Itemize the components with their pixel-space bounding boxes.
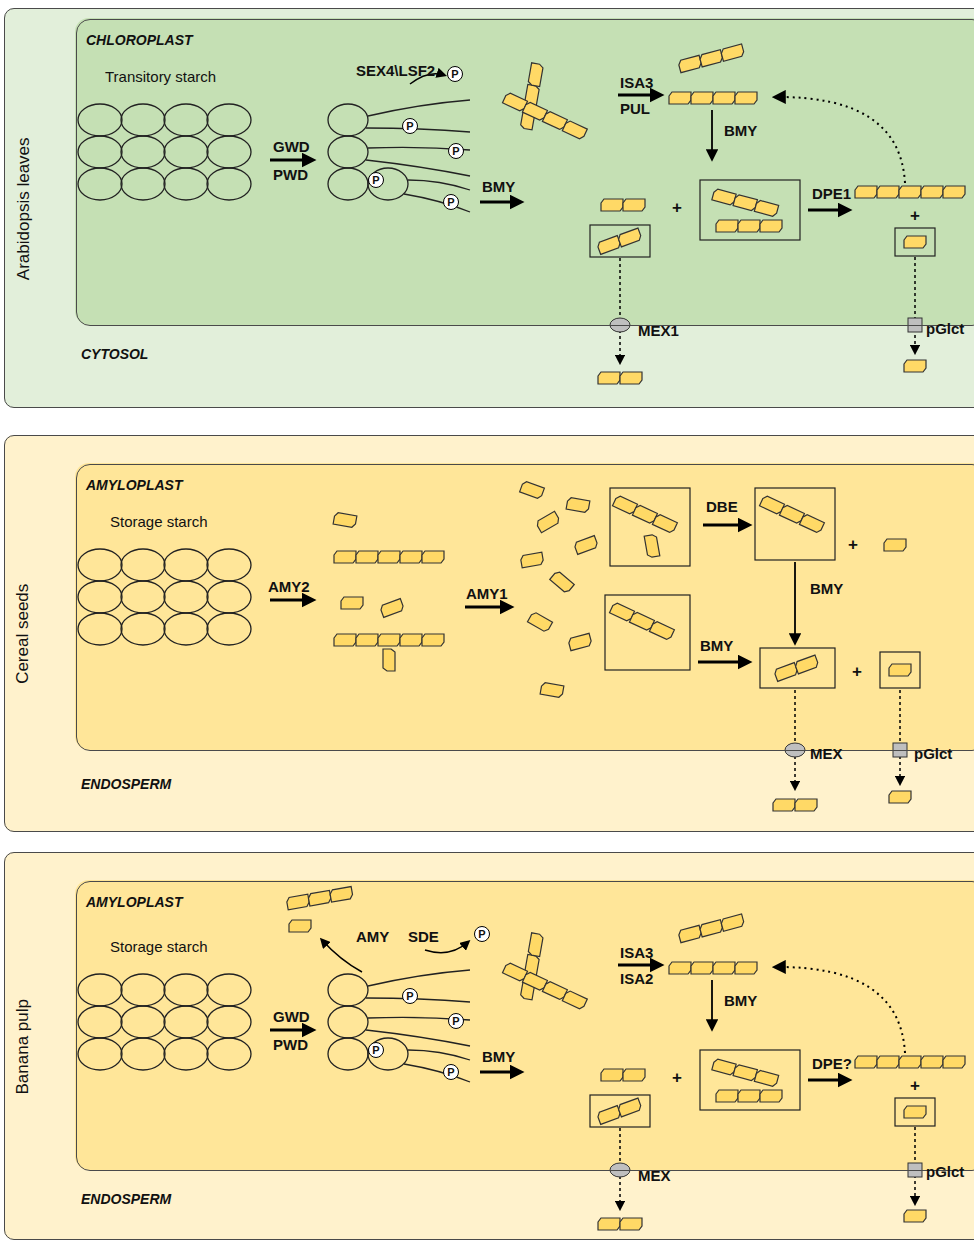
enzyme-label: BMY	[482, 178, 515, 195]
enzyme-label: pGlct	[926, 1163, 964, 1180]
enzyme-label: DPE1	[812, 185, 851, 202]
plus-sign: +	[910, 1076, 920, 1096]
enzyme-label: PWD	[273, 166, 308, 183]
phosphate-mark: P	[402, 988, 418, 1004]
enzyme-label: GWD	[273, 138, 310, 155]
enzyme-label: BMY	[482, 1048, 515, 1065]
enzyme-label: MEX	[810, 745, 843, 762]
enzyme-label: pGlct	[914, 745, 952, 762]
starch-label: Storage starch	[110, 938, 208, 955]
compartment-label: AMYLOPLAST	[86, 894, 182, 910]
plus-sign: +	[672, 198, 682, 218]
compartment-label: AMYLOPLAST	[86, 477, 182, 493]
tissue-label: Cereal seeds	[13, 584, 33, 684]
enzyme-label: ISA2	[620, 970, 653, 987]
plastid-compartment: CHLOROPLAST	[76, 19, 974, 326]
phosphate-mark: P	[447, 66, 463, 82]
plus-sign: +	[848, 535, 858, 555]
enzyme-label: DPE?	[812, 1055, 852, 1072]
plastid-compartment: AMYLOPLAST	[76, 464, 974, 751]
enzyme-label: ISA3	[620, 74, 653, 91]
enzyme-label: ISA3	[620, 944, 653, 961]
phosphate-mark: P	[368, 172, 384, 188]
enzyme-label: SDE	[408, 928, 439, 945]
leaf-pathway	[78, 44, 965, 384]
phosphate-mark: P	[474, 926, 490, 942]
compartment-label: CHLOROPLAST	[86, 32, 193, 48]
phosphate-mark: P	[368, 1042, 384, 1058]
compartment-label: ENDOSPERM	[81, 1191, 171, 1207]
enzyme-label: BMY	[724, 122, 757, 139]
plus-sign: +	[910, 206, 920, 226]
compartment-label: ENDOSPERM	[81, 776, 171, 792]
compartment-label: CYTOSOL	[81, 346, 148, 362]
phosphate-mark: P	[402, 118, 418, 134]
enzyme-label: AMY1	[466, 585, 508, 602]
enzyme-label: GWD	[273, 1008, 310, 1025]
enzyme-label: PWD	[273, 1036, 308, 1053]
enzyme-label: AMY2	[268, 578, 310, 595]
phosphate-mark: P	[443, 194, 459, 210]
enzyme-label: PUL	[620, 100, 650, 117]
tissue-label: Banana pulp	[13, 999, 33, 1094]
enzyme-label: pGlct	[926, 320, 964, 337]
enzyme-label: MEX1	[638, 322, 679, 339]
enzyme-label: BMY	[724, 992, 757, 1009]
phosphate-mark: P	[448, 143, 464, 159]
enzyme-label: AMY	[356, 928, 389, 945]
enzyme-label: SEX4\LSF2	[356, 62, 435, 79]
tissue-label: Arabidopsis leaves	[13, 138, 33, 281]
enzyme-label: DBE	[706, 498, 738, 515]
plastid-compartment: AMYLOPLAST	[76, 881, 974, 1171]
plus-sign: +	[852, 662, 862, 682]
starch-label: Transitory starch	[105, 68, 216, 85]
plus-sign: +	[672, 1068, 682, 1088]
tissue-panel: Cereal seedsENDOSPERM AMYLOPLAST	[4, 435, 974, 832]
starch-label: Storage starch	[110, 513, 208, 530]
enzyme-label: BMY	[700, 637, 733, 654]
banana-pathway	[78, 887, 965, 1230]
panel-grounds	[4, 8, 974, 1240]
phosphate-mark: P	[443, 1064, 459, 1080]
tissue-panel: Banana pulpENDOSPERM AMYLOPLAST	[4, 852, 974, 1240]
seed-pathway	[78, 481, 920, 811]
enzyme-label: BMY	[810, 580, 843, 597]
enzyme-label: MEX	[638, 1167, 671, 1184]
phosphate-mark: P	[448, 1013, 464, 1029]
